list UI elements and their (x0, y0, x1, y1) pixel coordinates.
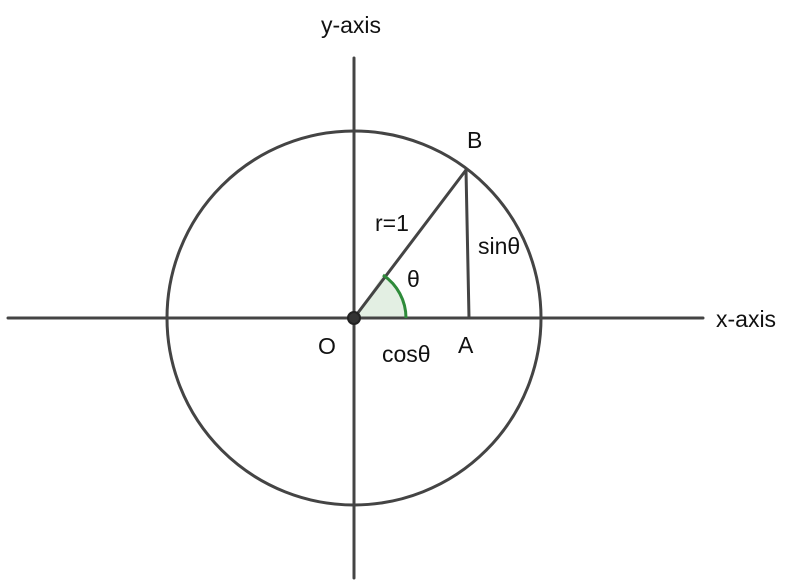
angle-arc (382, 273, 408, 319)
origin-point (347, 311, 361, 325)
point-a-label: A (458, 332, 474, 358)
x-axis-label: x-axis (716, 306, 776, 332)
y-axis-label: y-axis (321, 12, 381, 38)
cos-label: cosθ (382, 341, 431, 367)
sin-label: sinθ (478, 233, 520, 259)
radius-line-ob (352, 168, 468, 320)
sin-segment-ba (464, 168, 471, 320)
radius-label: r=1 (375, 210, 409, 236)
point-b-label: B (467, 127, 482, 153)
angle-label: θ (407, 266, 420, 292)
origin-label: O (318, 333, 336, 359)
